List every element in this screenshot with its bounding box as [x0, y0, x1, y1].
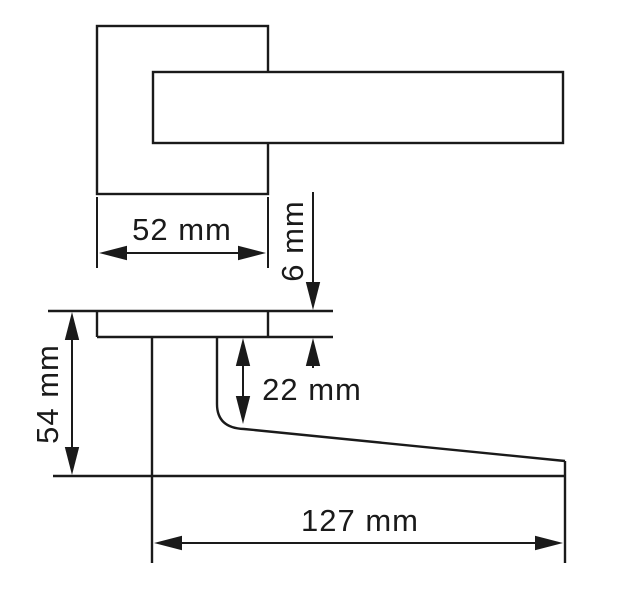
label-lever-length: 127 mm: [301, 503, 419, 538]
front-view: [95, 24, 565, 196]
dim-lever-length-127mm: [154, 535, 563, 551]
side-view: [48, 309, 567, 563]
dim-overall-depth-54mm: [64, 312, 80, 475]
label-overall-depth: 54 mm: [30, 344, 65, 444]
dim-neck-offset-22mm: [235, 338, 251, 424]
dim-plate-width-52mm: [96, 197, 269, 268]
label-plate-thickness: 6 mm: [275, 200, 310, 282]
lever-handle-front: [151, 70, 565, 145]
arrow-left-icon: [154, 535, 182, 551]
dim-plate-thickness-6mm: [305, 192, 321, 368]
arrow-up-icon: [64, 312, 80, 340]
arrow-left-icon: [99, 245, 127, 261]
dimension-labels: 52 mm 6 mm 22 mm 54 mm 127 mm: [30, 200, 419, 538]
arrow-up-icon: [235, 338, 251, 366]
dimension-lines: [64, 192, 563, 551]
arrow-right-icon: [535, 535, 563, 551]
label-neck-offset: 22 mm: [262, 372, 362, 407]
arrow-down-icon: [64, 447, 80, 475]
arrow-up-icon: [305, 338, 321, 366]
lever-side-profile: [215, 337, 566, 463]
label-plate-width: 52 mm: [132, 212, 232, 247]
arrow-right-icon: [238, 245, 266, 261]
arrow-down-icon: [305, 282, 321, 310]
arrow-down-icon: [235, 396, 251, 424]
